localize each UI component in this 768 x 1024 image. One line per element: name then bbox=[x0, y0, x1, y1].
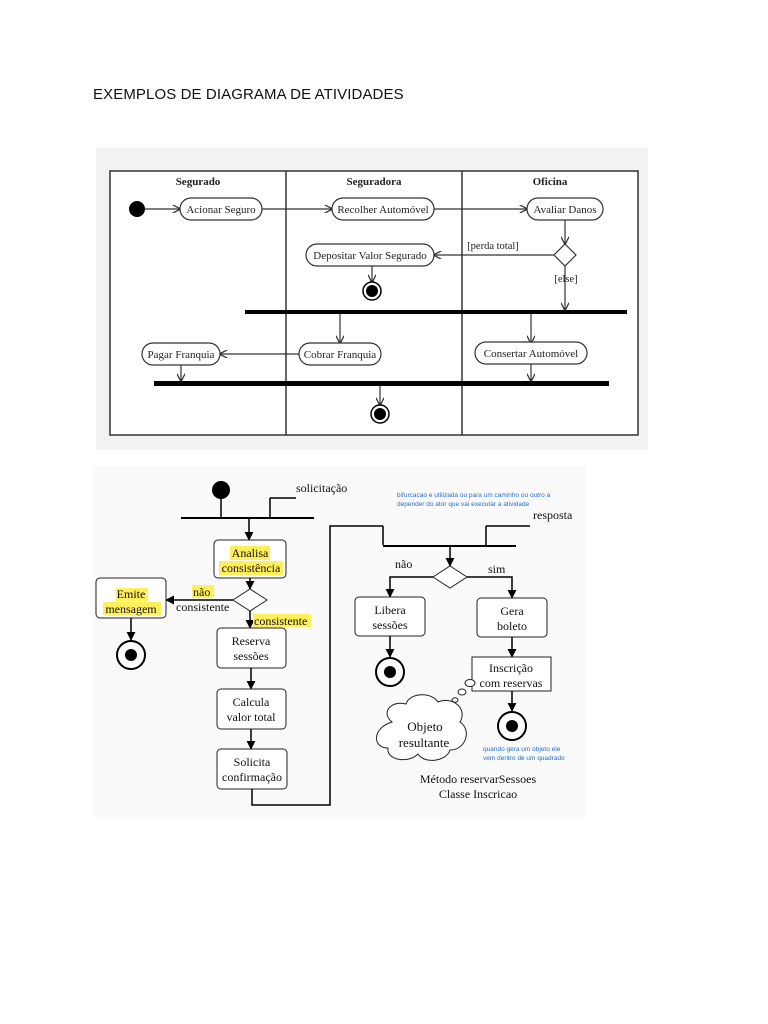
label-nao: não bbox=[193, 585, 210, 599]
decision-node bbox=[432, 565, 468, 589]
thought-bubble bbox=[451, 697, 459, 703]
lane-header-segurado: Segurado bbox=[176, 176, 221, 188]
label-resposta: resposta bbox=[533, 508, 573, 522]
final-node-core bbox=[384, 666, 396, 678]
note-objeto: quando gera um objeto ele bbox=[483, 746, 561, 753]
action-label: consistência bbox=[222, 561, 281, 575]
caption-class: Classe Inscricao bbox=[439, 787, 517, 801]
diagram-reservar-sessoes: solicitação Analisa consistência não con… bbox=[93, 466, 586, 817]
fork-bar bbox=[245, 310, 627, 314]
caption-method: Método reservarSessoes bbox=[420, 772, 537, 786]
flow-arrow bbox=[385, 576, 433, 598]
initial-node bbox=[212, 481, 230, 499]
object-inscricao bbox=[471, 656, 552, 692]
action-label: Acionar Seguro bbox=[186, 204, 256, 216]
object-label: Inscrição bbox=[489, 661, 533, 675]
diagram-insurance-swimlane: Segurado Seguradora Oficina Acionar Segu… bbox=[96, 148, 648, 450]
label-solicitacao: solicitação bbox=[296, 481, 347, 495]
thought-bubble bbox=[464, 679, 476, 687]
highlight bbox=[219, 561, 283, 575]
action-label: sessões bbox=[372, 618, 408, 632]
highlight bbox=[116, 588, 148, 601]
action-depositar-valor bbox=[305, 243, 435, 267]
action-label: Cobrar Franquia bbox=[304, 349, 377, 361]
action-label: Recolher Automóvel bbox=[337, 204, 428, 216]
initial-node bbox=[129, 201, 145, 217]
highlight bbox=[253, 614, 311, 627]
final-node-core bbox=[125, 649, 137, 661]
action-label: valor total bbox=[227, 710, 277, 724]
label-consistente-yes: consistente bbox=[254, 614, 307, 628]
page-title: EXEMPLOS DE DIAGRAMA DE ATIVIDADES bbox=[93, 86, 404, 103]
action-label: sessões bbox=[233, 649, 269, 663]
guard-else: [else] bbox=[554, 274, 577, 285]
action-label: mensagem bbox=[105, 602, 157, 616]
join-bar bbox=[154, 381, 609, 386]
action-label: Consertar Automóvel bbox=[484, 348, 578, 360]
action-label: Emite bbox=[117, 587, 146, 601]
cloud-label: Objeto bbox=[407, 719, 442, 734]
note-objeto: vem dentro de um quadrado bbox=[483, 755, 565, 762]
highlight bbox=[103, 602, 161, 615]
note-bifurcacao: bifurcacao e utilizada ou para um caminh… bbox=[397, 492, 551, 499]
connector-line bbox=[251, 525, 383, 806]
action-label: Solicita bbox=[234, 755, 271, 769]
diagram2-background bbox=[93, 466, 586, 817]
action-label: Calcula bbox=[233, 695, 270, 709]
final-node-core bbox=[366, 285, 378, 297]
cloud-label: resultante bbox=[399, 735, 450, 750]
action-label: Gera bbox=[500, 604, 524, 618]
final-node-core bbox=[374, 408, 386, 420]
label-nao: não bbox=[395, 557, 412, 571]
flow-arrow bbox=[467, 576, 517, 599]
action-label: Reserva bbox=[232, 634, 271, 648]
guard-perda-total: [perda total] bbox=[467, 241, 519, 252]
note-bifurcacao: depender do ator que vai executar a ativ… bbox=[397, 501, 530, 508]
cloud-objeto-resultante bbox=[376, 694, 467, 761]
action-label: Pagar Franquia bbox=[148, 349, 215, 361]
object-label: com reservas bbox=[480, 676, 543, 690]
thought-bubble bbox=[457, 688, 467, 696]
action-label: Depositar Valor Segurado bbox=[313, 250, 427, 262]
highlight bbox=[230, 546, 270, 560]
action-label: boleto bbox=[497, 619, 527, 633]
action-label: Avaliar Danos bbox=[533, 204, 596, 216]
lane-header-seguradora: Seguradora bbox=[347, 176, 403, 188]
final-node-core bbox=[506, 720, 518, 732]
action-label: Analisa bbox=[232, 546, 269, 560]
lane-header-oficina: Oficina bbox=[533, 176, 568, 188]
label-consistente: consistente bbox=[176, 600, 229, 614]
label-sim: sim bbox=[488, 562, 506, 576]
action-label: confirmação bbox=[222, 770, 282, 784]
highlight bbox=[192, 585, 214, 598]
action-label: Libera bbox=[374, 603, 406, 617]
